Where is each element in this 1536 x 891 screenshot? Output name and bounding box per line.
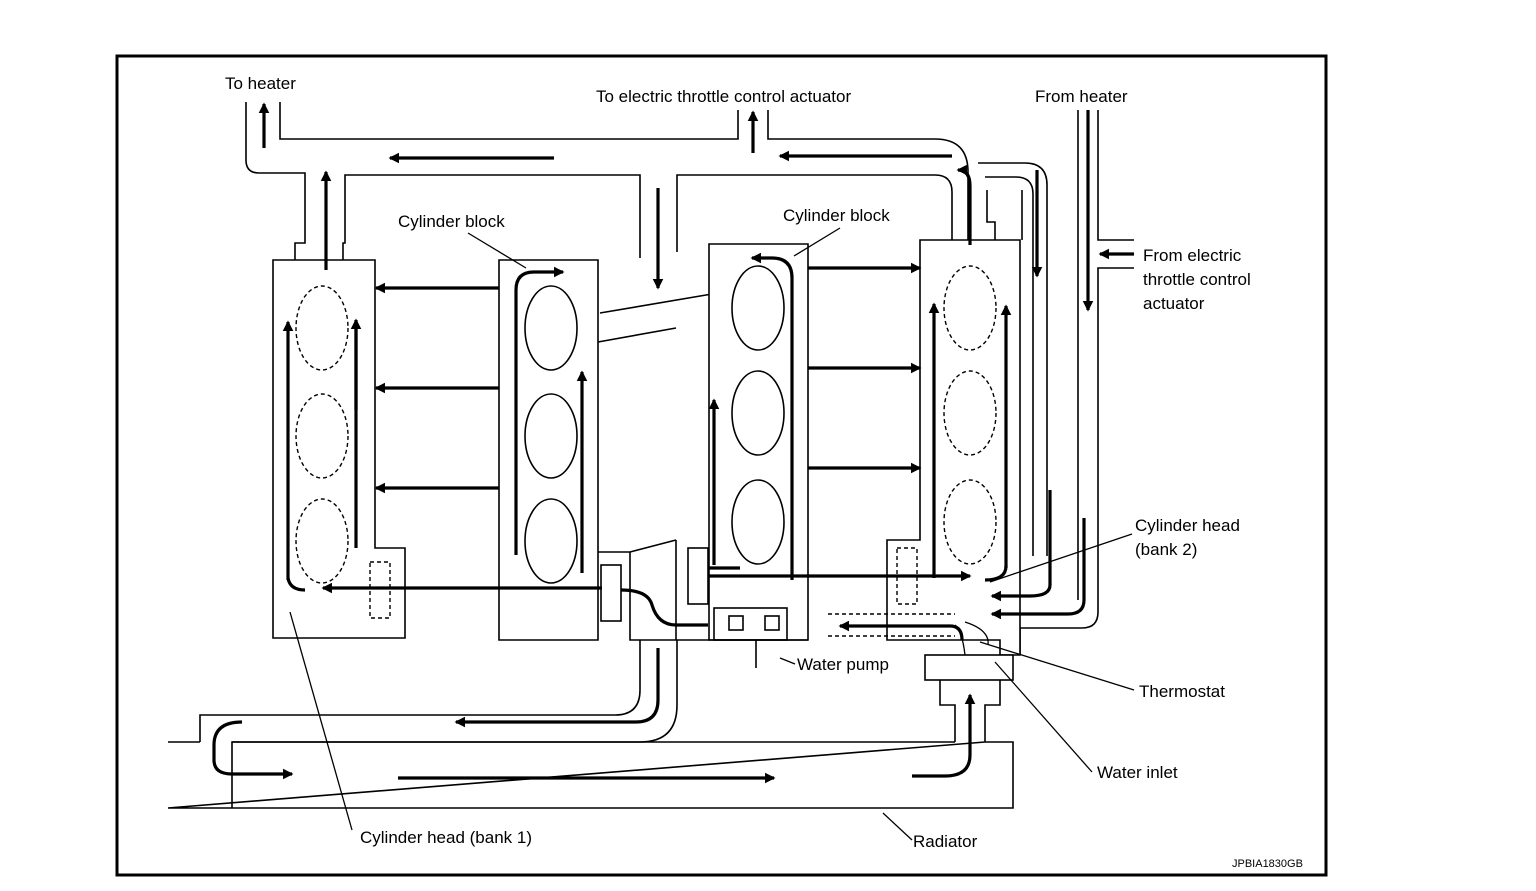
label-from-throttle-1: From electric xyxy=(1143,246,1242,265)
label-water-inlet: Water inlet xyxy=(1097,763,1178,782)
label-radiator: Radiator xyxy=(913,832,978,851)
cylinder-head-bank2 xyxy=(828,239,1021,656)
label-water-pump: Water pump xyxy=(797,655,889,674)
label-to-throttle-actuator: To electric throttle control actuator xyxy=(596,87,851,106)
leader-lines xyxy=(289,227,1135,841)
label-thermostat: Thermostat xyxy=(1139,682,1225,701)
radiator-body xyxy=(167,741,1014,809)
figure-code: JPBIA1830GB xyxy=(1232,858,1303,870)
coolant-passages xyxy=(199,102,1134,808)
label-from-heater: From heater xyxy=(1035,87,1128,106)
label-cylinder-block-left: Cylinder block xyxy=(398,212,505,231)
cylinder-block-right xyxy=(598,243,809,641)
label-cylinder-head-bank2-1: Cylinder head xyxy=(1135,516,1240,535)
flow-arrows xyxy=(212,102,1134,784)
diagram-labels: To heater To electric throttle control a… xyxy=(225,74,1303,870)
label-from-throttle-2: throttle control xyxy=(1143,270,1251,289)
figure-frame xyxy=(115,54,1328,877)
thermostat xyxy=(924,621,1014,681)
cylinder-head-bank1 xyxy=(272,259,406,639)
label-from-throttle-3: actuator xyxy=(1143,294,1205,313)
label-to-heater: To heater xyxy=(225,74,296,93)
label-cylinder-block-right: Cylinder block xyxy=(783,206,890,225)
water-pump xyxy=(713,607,788,668)
label-cylinder-head-bank2-2: (bank 2) xyxy=(1135,540,1197,559)
label-cylinder-head-bank1: Cylinder head (bank 1) xyxy=(360,828,532,847)
